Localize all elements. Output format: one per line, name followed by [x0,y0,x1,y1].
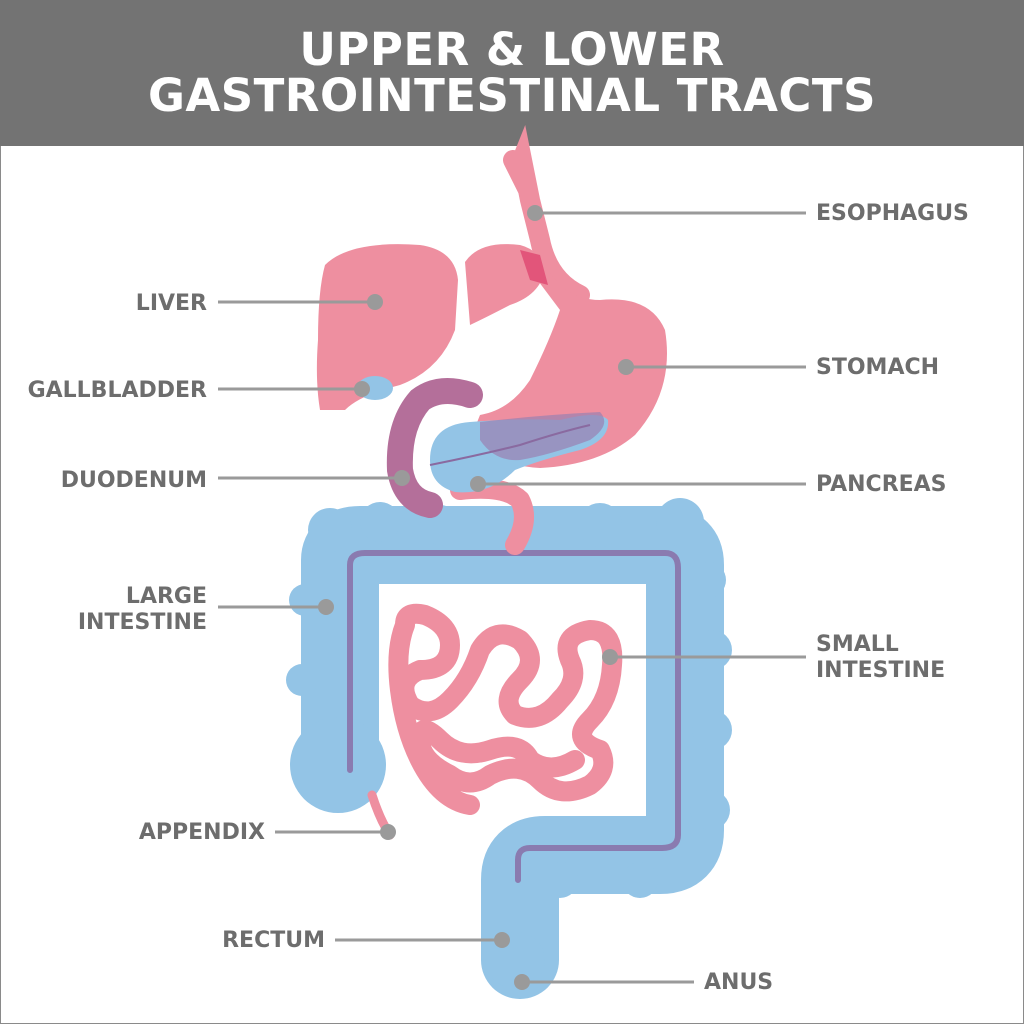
label-rectum: RECTUM [222,928,325,953]
esophagus [503,125,590,305]
title-line-1: UPPER & LOWER [299,23,725,76]
label-small-intestine-line2: INTESTINE [816,658,946,683]
pancreas [429,412,609,493]
label-small-intestine: SMALL INTESTINE [816,632,945,684]
label-esophagus: ESOPHAGUS [816,201,969,226]
esophagus-junction [520,250,548,285]
label-liver: LIVER [135,291,207,316]
label-large-intestine-line2: INTESTINE [77,610,207,635]
label-stomach: STOMACH [816,355,940,380]
leader-lines [218,211,806,984]
label-duodenum: DUODENUM [60,468,207,493]
title-banner: UPPER & LOWER GASTROINTESTINAL TRACTS [0,0,1024,146]
label-appendix: APPENDIX [138,820,265,845]
stomach [470,255,667,468]
label-pancreas: PANCREAS [816,472,947,497]
label-small-intestine-line1: SMALL [816,632,899,657]
leader-dots [318,205,634,990]
label-large-intestine-line1: LARGE [125,584,207,609]
label-gallbladder: GALLBLADDER [27,378,207,403]
label-large-intestine: LARGE INTESTINE [78,584,207,636]
duodenum [386,378,483,518]
label-anus: ANUS [704,970,774,995]
large-intestine [286,498,732,999]
title-line-2: GASTROINTESTINAL TRACTS [147,69,877,122]
liver [316,244,545,410]
